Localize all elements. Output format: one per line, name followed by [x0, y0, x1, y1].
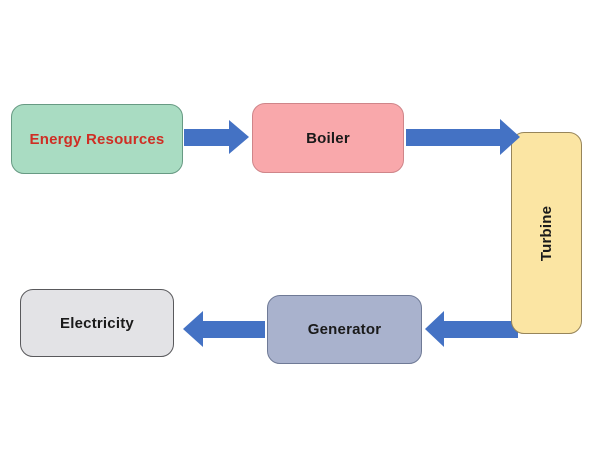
- arrow-generator-to-electricity: [183, 311, 265, 347]
- node-label-electricity: Electricity: [60, 314, 134, 332]
- arrow-left-head-icon: [183, 311, 203, 347]
- node-turbine: Turbine: [511, 132, 582, 334]
- arrow-shaft: [443, 321, 518, 338]
- arrow-right-head-icon: [500, 119, 520, 155]
- node-label-boiler: Boiler: [306, 129, 350, 147]
- node-label-energy-resources: Energy Resources: [29, 130, 165, 148]
- arrow-shaft: [406, 129, 501, 146]
- arrow-turbine-to-generator: [425, 311, 518, 347]
- arrow-shaft: [202, 321, 265, 338]
- node-generator: Generator: [267, 295, 422, 364]
- arrow-energy-to-boiler: [184, 120, 249, 155]
- arrow-shaft: [184, 129, 230, 146]
- arrow-right-head-icon: [229, 120, 249, 154]
- arrow-left-head-icon: [425, 311, 444, 347]
- node-boiler: Boiler: [252, 103, 404, 173]
- arrow-boiler-to-turbine: [406, 119, 520, 155]
- node-electricity: Electricity: [20, 289, 174, 357]
- node-label-generator: Generator: [307, 321, 382, 338]
- node-energy-resources: Energy Resources: [11, 104, 183, 174]
- node-label-turbine: Turbine: [537, 205, 555, 261]
